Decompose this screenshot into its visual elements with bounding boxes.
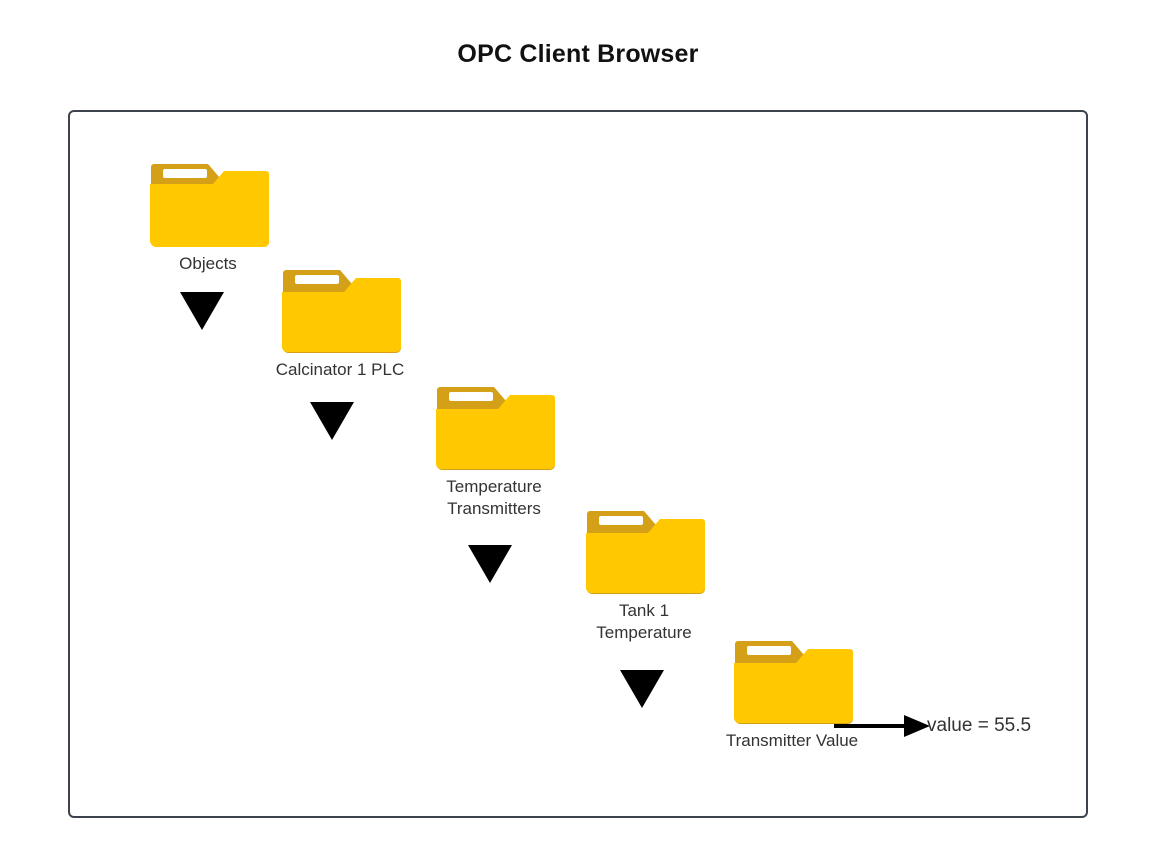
tree-node-label: Temperature Transmitters	[446, 477, 542, 519]
tree-node-objects[interactable]: Objects	[78, 158, 338, 275]
arrow-tank-to-value	[620, 670, 664, 708]
tree-node-calcinator-1-plc[interactable]: Calcinator 1 PLC	[210, 264, 470, 381]
tree-node-label: Calcinator 1 PLC	[275, 360, 405, 379]
tree-node-label: Objects	[179, 254, 237, 273]
tree-node-label: Transmitter Value	[725, 731, 859, 750]
tree-node-tank-1-temperature[interactable]: Tank 1 Temperature	[514, 505, 774, 645]
diagram-canvas: Objects Calcinator 1 PLC Temperature Tra…	[68, 110, 1088, 818]
folder-icon	[282, 270, 401, 353]
folder-icon	[436, 387, 555, 470]
value-readout-text: value = 55.5	[927, 715, 1032, 736]
page-title: OPC Client Browser	[457, 40, 699, 68]
arrow-objects-to-plc	[180, 292, 224, 330]
folder-icon	[734, 641, 853, 724]
folder-icon	[586, 511, 705, 594]
arrow-transmitters-to-tank	[468, 545, 512, 583]
arrow-plc-to-transmitters	[310, 402, 354, 440]
value-connector-arrow	[834, 715, 930, 737]
folder-icon	[149, 164, 269, 247]
tree-node-temperature-transmitters[interactable]: Temperature Transmitters	[364, 381, 624, 521]
tree-node-label: Tank 1 Temperature	[596, 601, 692, 643]
tree-node-transmitter-value[interactable]: Transmitter Value	[662, 635, 922, 752]
